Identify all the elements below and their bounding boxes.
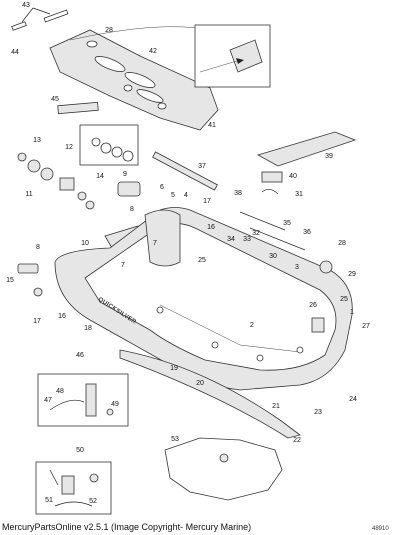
callout-26[interactable]: 26 bbox=[309, 302, 317, 309]
callout-44[interactable]: 44 bbox=[11, 49, 19, 56]
callout-21[interactable]: 21 bbox=[272, 403, 280, 410]
callout-52[interactable]: 52 bbox=[89, 498, 97, 505]
inflation-valve-assembly bbox=[17, 152, 95, 210]
callout-12[interactable]: 12 bbox=[65, 144, 73, 151]
detail-inset bbox=[194, 24, 271, 88]
callout-6[interactable]: 6 bbox=[160, 184, 164, 191]
callout-30[interactable]: 30 bbox=[269, 253, 277, 260]
callout-46[interactable]: 46 bbox=[76, 352, 84, 359]
callout-38[interactable]: 38 bbox=[234, 190, 242, 197]
bench-seat bbox=[256, 131, 357, 167]
callout-17-upper[interactable]: 17 bbox=[203, 198, 211, 205]
callout-7-upper[interactable]: 7 bbox=[153, 240, 157, 247]
callout-13[interactable]: 13 bbox=[33, 137, 41, 144]
handle-26 bbox=[311, 317, 325, 333]
valve-cover-plate bbox=[117, 181, 141, 197]
callout-20[interactable]: 20 bbox=[196, 380, 204, 387]
copyright-footer: MercuryPartsOnline v2.5.1 (Image Copyrig… bbox=[2, 522, 252, 532]
floorboard-seat bbox=[49, 26, 219, 131]
callout-43[interactable]: 43 bbox=[22, 2, 30, 9]
callout-35[interactable]: 35 bbox=[283, 220, 291, 227]
callout-10[interactable]: 10 bbox=[81, 240, 89, 247]
callout-11[interactable]: 11 bbox=[25, 191, 33, 198]
oar-shaft-35 bbox=[239, 211, 286, 231]
callout-34[interactable]: 34 bbox=[227, 236, 235, 243]
oar-lock-28 bbox=[319, 260, 333, 274]
callout-24[interactable]: 24 bbox=[349, 396, 357, 403]
oar-lock-pins bbox=[11, 7, 69, 31]
callout-15[interactable]: 15 bbox=[6, 277, 14, 284]
callout-36[interactable]: 36 bbox=[303, 229, 311, 236]
callout-4[interactable]: 4 bbox=[184, 192, 188, 199]
repair-kit-box bbox=[35, 461, 112, 515]
inflatable-hull: QUICKSILVER bbox=[54, 207, 353, 391]
callout-25-upper[interactable]: 25 bbox=[198, 257, 206, 264]
callout-3[interactable]: 3 bbox=[295, 264, 299, 271]
callout-41[interactable]: 41 bbox=[208, 122, 216, 129]
valve-cap-17 bbox=[33, 287, 43, 297]
cover-grommet bbox=[219, 453, 229, 463]
callout-25-lower[interactable]: 25 bbox=[340, 296, 348, 303]
callout-53[interactable]: 53 bbox=[171, 436, 179, 443]
callout-27[interactable]: 27 bbox=[362, 323, 370, 330]
valve-o-rings bbox=[79, 124, 139, 166]
callout-50[interactable]: 50 bbox=[76, 447, 84, 454]
callout-5[interactable]: 5 bbox=[171, 192, 175, 199]
callout-32[interactable]: 32 bbox=[252, 230, 260, 237]
callout-51[interactable]: 51 bbox=[45, 497, 53, 504]
callout-16-lower[interactable]: 16 bbox=[58, 313, 66, 320]
callout-1[interactable]: 1 bbox=[350, 309, 354, 316]
repair-strip bbox=[57, 101, 99, 115]
oar-shaft-36 bbox=[249, 227, 306, 251]
keel-guard-strip bbox=[119, 349, 301, 439]
callout-29[interactable]: 29 bbox=[348, 271, 356, 278]
callout-42[interactable]: 42 bbox=[149, 48, 157, 55]
seat-clip bbox=[261, 171, 283, 183]
callout-39[interactable]: 39 bbox=[325, 153, 333, 160]
oar-handle bbox=[152, 151, 218, 191]
callout-22[interactable]: 22 bbox=[293, 437, 301, 444]
pump-kit-box bbox=[37, 373, 129, 427]
callout-31[interactable]: 31 bbox=[295, 191, 303, 198]
callout-45[interactable]: 45 bbox=[51, 96, 59, 103]
callout-14[interactable]: 14 bbox=[96, 173, 104, 180]
callout-33[interactable]: 33 bbox=[243, 236, 251, 243]
boat-cover bbox=[164, 437, 283, 501]
callout-8-lower[interactable]: 8 bbox=[36, 244, 40, 251]
callout-9[interactable]: 9 bbox=[123, 171, 127, 178]
callout-7-lower[interactable]: 7 bbox=[121, 262, 125, 269]
callout-2[interactable]: 2 bbox=[250, 322, 254, 329]
callout-28[interactable]: 28 bbox=[105, 27, 113, 34]
callout-28-right[interactable]: 28 bbox=[338, 240, 346, 247]
callout-49[interactable]: 49 bbox=[111, 401, 119, 408]
figure-number: 48910 bbox=[372, 526, 389, 532]
callout-19[interactable]: 19 bbox=[170, 365, 178, 372]
callout-48[interactable]: 48 bbox=[56, 388, 64, 395]
callout-17-lower[interactable]: 17 bbox=[33, 318, 41, 325]
callout-37[interactable]: 37 bbox=[198, 163, 206, 170]
callout-16-upper[interactable]: 16 bbox=[207, 224, 215, 231]
callout-23[interactable]: 23 bbox=[314, 409, 322, 416]
callout-40[interactable]: 40 bbox=[289, 173, 297, 180]
carry-handle-15 bbox=[17, 263, 39, 274]
callout-8-upper[interactable]: 8 bbox=[130, 206, 134, 213]
callout-18[interactable]: 18 bbox=[84, 325, 92, 332]
callout-47[interactable]: 47 bbox=[44, 397, 52, 404]
lanyard bbox=[261, 189, 279, 195]
